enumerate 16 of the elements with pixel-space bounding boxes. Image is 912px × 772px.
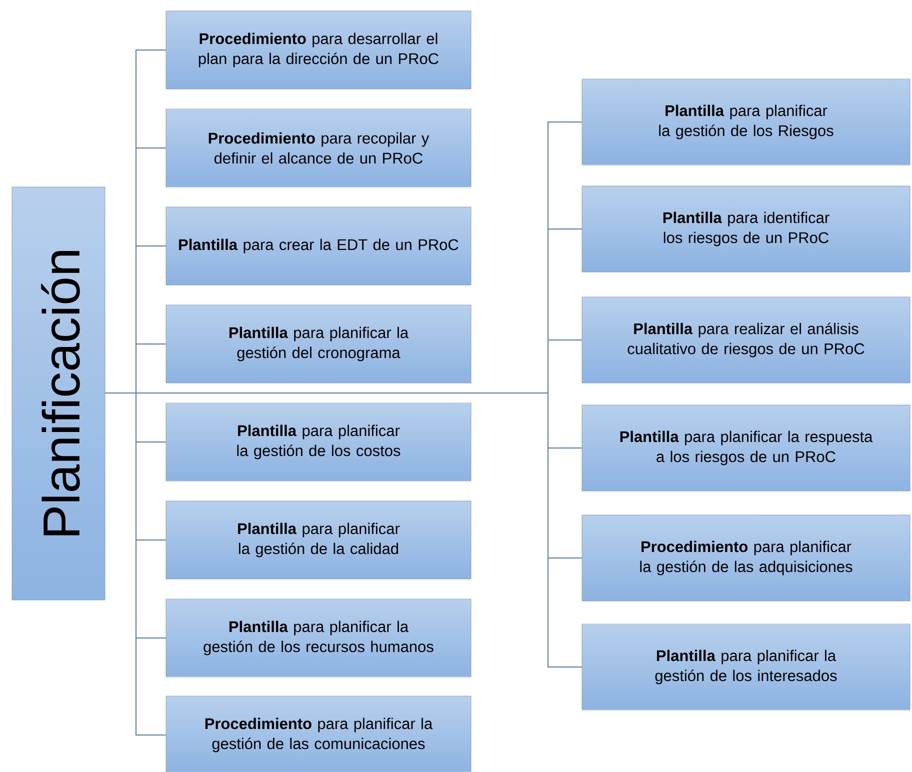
document-box: Procedimiento para recopilar y definir el alcance de un PRoC [166, 108, 472, 188]
document-box: Plantilla para planificar la gestión del cronograma [166, 304, 472, 384]
document-box: Procedimiento para planificar la gestión de las adquisiciones [582, 514, 910, 602]
document-box: Procedimiento para planificar la gestión de las comunicaciones [166, 696, 472, 772]
document-box: Plantilla para planificar la gestión de los recursos humanos [166, 598, 472, 678]
document-box: Plantilla para planificar la gestión de la calidad [166, 500, 472, 580]
connector [104, 392, 582, 668]
title-box: Planificación [12, 186, 106, 600]
document-box: Plantilla para realizar el análisis cualitativo de riesgos de un PRoC [582, 296, 910, 384]
document-box: Plantilla para planificar la gestión de los interesados [582, 624, 910, 710]
document-box: Plantilla para planificar la respuesta a los riesgos de un PRoC [582, 404, 910, 492]
document-box: Plantilla para planificar la gestión de los Riesgos [582, 78, 910, 166]
document-box: Plantilla para planificar la gestión de los costos [166, 402, 472, 482]
document-box: Procedimiento para desarrollar el plan para la dirección de un PRoC [166, 10, 472, 90]
document-box: Plantilla para crear la EDT de un PRoC [166, 206, 472, 286]
document-box: Plantilla para identificar los riesgos de un PRoC [582, 186, 910, 272]
